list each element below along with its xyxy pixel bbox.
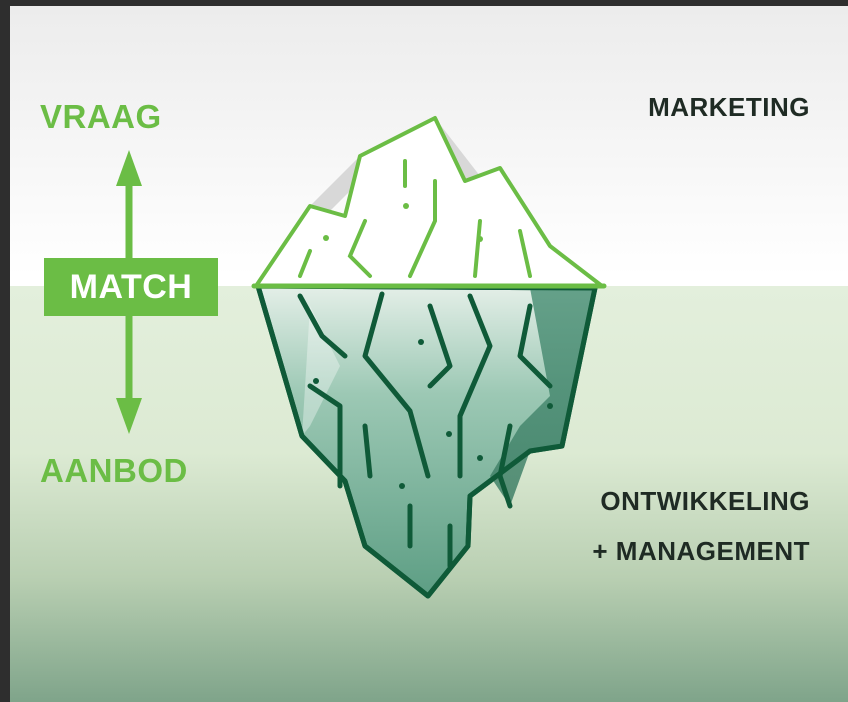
label-aanbod: AANBOD — [40, 452, 188, 489]
iceberg-diagram — [116, 116, 607, 599]
diagram-panel: VRAAG MATCH AANBOD MARKETING ONTWIKKELIN… — [10, 6, 848, 702]
label-ontwikkeling: ONTWIKKELING — [600, 486, 810, 516]
double-arrow-icon — [116, 150, 142, 434]
label-marketing: MARKETING — [648, 92, 810, 122]
match-badge: MATCH — [44, 258, 218, 316]
label-management: + MANAGEMENT — [592, 536, 810, 566]
iceberg-icon — [251, 116, 607, 599]
label-vraag: VRAAG — [40, 98, 162, 135]
